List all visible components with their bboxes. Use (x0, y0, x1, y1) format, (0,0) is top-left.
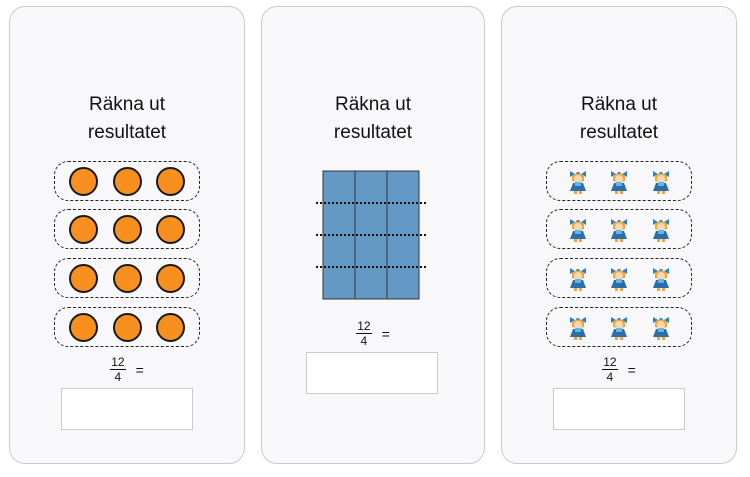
circle-group (54, 161, 200, 201)
doll-group (546, 307, 692, 347)
title-line-2: resultatet (333, 122, 413, 143)
card-title: Räkna ut resultatet (502, 91, 736, 147)
fraction-denominator: 4 (360, 334, 368, 348)
orange-circle (69, 166, 99, 196)
doll-icon (652, 171, 669, 194)
doll-icon (652, 268, 669, 291)
answer-input[interactable] (306, 352, 438, 394)
orange-circle (155, 166, 185, 196)
title-line-1: Räkna ut (334, 94, 412, 115)
doll-icon (569, 171, 586, 194)
fraction-denominator: 4 (114, 370, 122, 384)
title-line-2: resultatet (87, 122, 167, 143)
answer-input[interactable] (553, 388, 685, 430)
orange-circle (155, 312, 185, 342)
fraction: 12 4 (602, 355, 618, 384)
orange-circle (155, 263, 185, 293)
divided-bar-svg (316, 170, 426, 300)
doll-icon (611, 317, 627, 340)
equals-sign: = (627, 361, 636, 378)
orange-circle (69, 214, 99, 244)
doll-icon (569, 219, 586, 242)
doll-group (546, 209, 692, 249)
doll-icon (611, 268, 627, 291)
orange-circle (69, 263, 99, 293)
doll-icon (652, 317, 669, 340)
fraction-numerator: 12 (110, 355, 126, 370)
title-line-1: Räkna ut (88, 94, 166, 115)
fraction-expression: 12 4 = (10, 355, 244, 384)
orange-circle (112, 263, 142, 293)
fraction: 12 4 (110, 355, 126, 384)
exercise-card-3: Räkna ut resultatet 12 4 = (501, 6, 737, 464)
doll-group (546, 161, 692, 201)
orange-circle (112, 214, 142, 244)
doll-icon (569, 268, 586, 291)
circle-group (54, 307, 200, 347)
exercise-card-2: Räkna ut resultatet 12 4 = (261, 6, 485, 464)
doll-icon (569, 317, 586, 340)
fraction-numerator: 12 (602, 355, 618, 370)
exercise-card-1: Räkna ut resultatet 12 4 = (9, 6, 245, 464)
doll-icon (611, 219, 627, 242)
orange-circle (112, 312, 142, 342)
equals-sign: = (135, 361, 144, 378)
doll-group (546, 258, 692, 298)
bar-rect (322, 170, 420, 300)
fraction-expression: 12 4 = (502, 355, 736, 384)
fraction: 12 4 (356, 319, 372, 348)
fraction-numerator: 12 (356, 319, 372, 334)
doll-icon (652, 219, 669, 242)
card-title: Räkna ut resultatet (10, 91, 244, 147)
orange-circle (155, 214, 185, 244)
equals-sign: = (381, 325, 390, 342)
answer-input[interactable] (61, 388, 193, 430)
circle-group (54, 258, 200, 298)
fraction-denominator: 4 (606, 370, 614, 384)
circle-group (54, 209, 200, 249)
title-line-2: resultatet (579, 122, 659, 143)
orange-circle (112, 166, 142, 196)
card-title: Räkna ut resultatet (262, 91, 484, 147)
doll-icon (611, 171, 627, 194)
title-line-1: Räkna ut (580, 94, 658, 115)
fraction-expression: 12 4 = (262, 319, 484, 348)
orange-circle (69, 312, 99, 342)
divided-bar-model (314, 169, 434, 306)
